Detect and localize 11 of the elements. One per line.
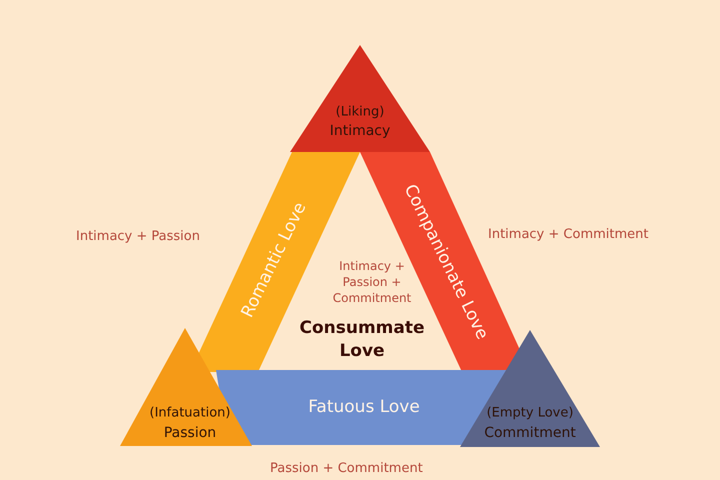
component-subtitle: (Empty Love) <box>486 406 574 420</box>
combination-label: Intimacy + Commitment <box>488 227 648 242</box>
component-label: Commitment <box>484 425 576 441</box>
component-label: Passion <box>164 425 216 441</box>
component-label: Intimacy <box>330 123 390 139</box>
love-type-label: Fatuous Love <box>308 397 420 417</box>
component-subtitle: (Infatuation) <box>150 406 230 420</box>
combination-label: Passion + Commitment <box>270 461 423 476</box>
component-subtitle: (Liking) <box>336 104 384 120</box>
center-love-type-label: Consummate Love <box>298 317 426 363</box>
combination-label: Intimacy + Passion <box>76 229 200 244</box>
